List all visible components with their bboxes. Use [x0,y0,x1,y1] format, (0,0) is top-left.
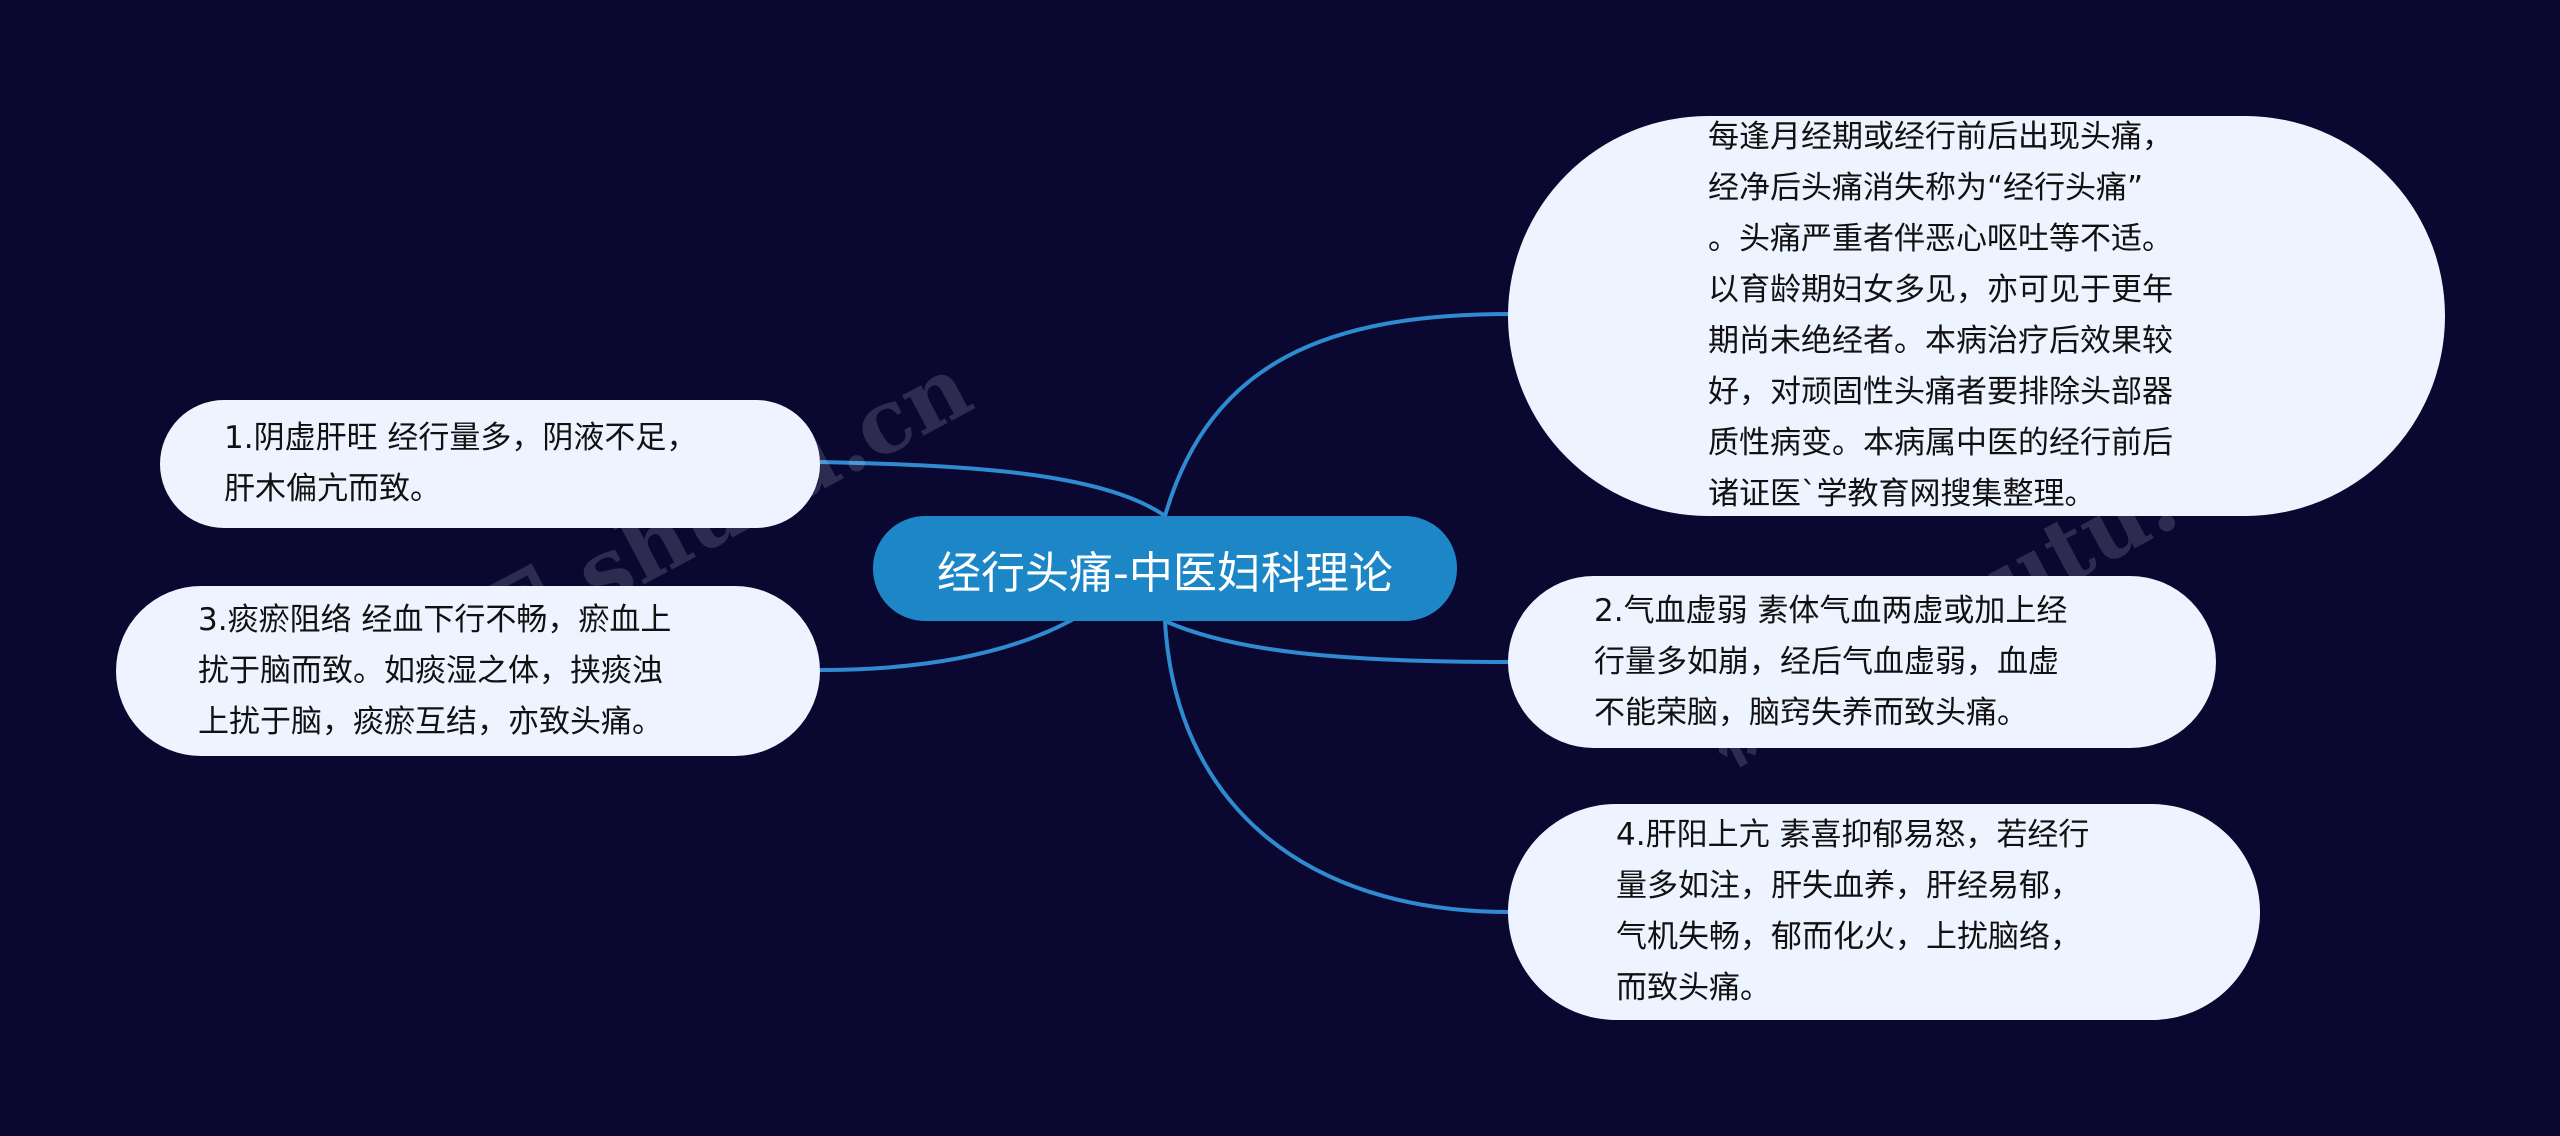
node-2[interactable]: 2.气血虚弱 素体气血两虚或加上经 行量多如崩，经后气血虚弱，血虚 不能荣脑，脑… [1508,576,2216,748]
edge-n1 [819,460,1167,518]
node-2-text: 2.气血虚弱 素体气血两虚或加上经 行量多如崩，经后气血虚弱，血虚 不能荣脑，脑… [1594,592,2068,731]
node-4-text: 4.肝阳上亢 素喜抑郁易怒，若经行 量多如注，肝失血养，肝经易郁， 气机失畅，郁… [1616,817,2090,1006]
node-intro-text: 每逢月经期或经行前后出现头痛， 经净后头痛消失称为“经行头痛” 。头痛严重者伴恶… [1708,119,2173,512]
node-1[interactable]: 1.阴虚肝旺 经行量多，阴液不足， 肝木偏亢而致。 [160,400,820,528]
edge-n4 [1163,620,1511,914]
edge-intro [1163,312,1511,517]
node-1-text: 1.阴虚肝旺 经行量多，阴液不足， 肝木偏亢而致。 [224,420,698,507]
edge-n2 [1164,619,1511,664]
node-3-text: 3.痰瘀阻络 经血下行不畅，瘀血上 扰于脑而致。如痰湿之体，挟痰浊 上扰于脑，痰… [198,601,672,740]
central-topic[interactable]: 经行头痛-中医妇科理论 [873,516,1457,621]
node-4[interactable]: 4.肝阳上亢 素喜抑郁易怒，若经行 量多如注，肝失血养，肝经易郁， 气机失畅，郁… [1508,804,2260,1020]
node-intro[interactable]: 每逢月经期或经行前后出现头痛， 经净后头痛消失称为“经行头痛” 。头痛严重者伴恶… [1508,116,2445,516]
node-3[interactable]: 3.痰瘀阻络 经血下行不畅，瘀血上 扰于脑而致。如痰湿之体，挟痰浊 上扰于脑，痰… [116,586,820,756]
